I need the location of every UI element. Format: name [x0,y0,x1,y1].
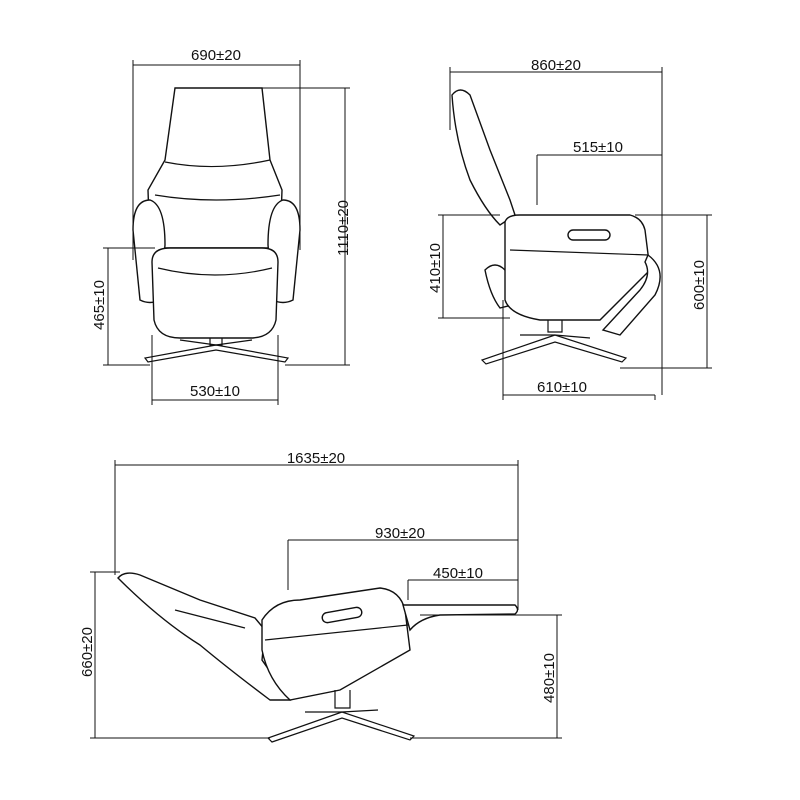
side-arm-top-height-label: 600±10 [691,260,708,310]
front-chair-drawing [132,87,301,363]
side-depth-label: 860±20 [531,57,581,74]
reclined-dimension-lines [90,460,562,739]
reclined-footrest-height-label: 480±10 [541,653,558,703]
side-seat-depth-label: 515±10 [573,139,623,156]
side-view: 860±20 515±10 410±10 600±10 610±10 [427,57,712,400]
reclined-head-height-label: 660±20 [79,627,96,677]
front-base-width-label: 530±10 [190,383,240,400]
front-dimension-lines [103,60,350,405]
front-seat-height-label: 465±10 [91,280,108,330]
reclined-view: 1635±20 930±20 450±10 660±20 480±10 [79,450,562,743]
side-chair-drawing [451,89,661,365]
reclined-chair-drawing [117,572,519,743]
reclined-seat-to-foot-label: 930±20 [375,525,425,542]
front-height-label: 1110±20 [335,200,352,256]
side-dimension-lines [438,67,712,400]
front-view: 690±20 1110±20 465±10 530±10 [91,47,352,405]
side-base-depth-label: 610±10 [537,379,587,396]
side-arm-height-label: 410±10 [427,243,444,293]
front-width-label: 690±20 [191,47,241,64]
reclined-total-length-label: 1635±20 [287,450,345,467]
reclined-footrest-label: 450±10 [433,565,483,582]
